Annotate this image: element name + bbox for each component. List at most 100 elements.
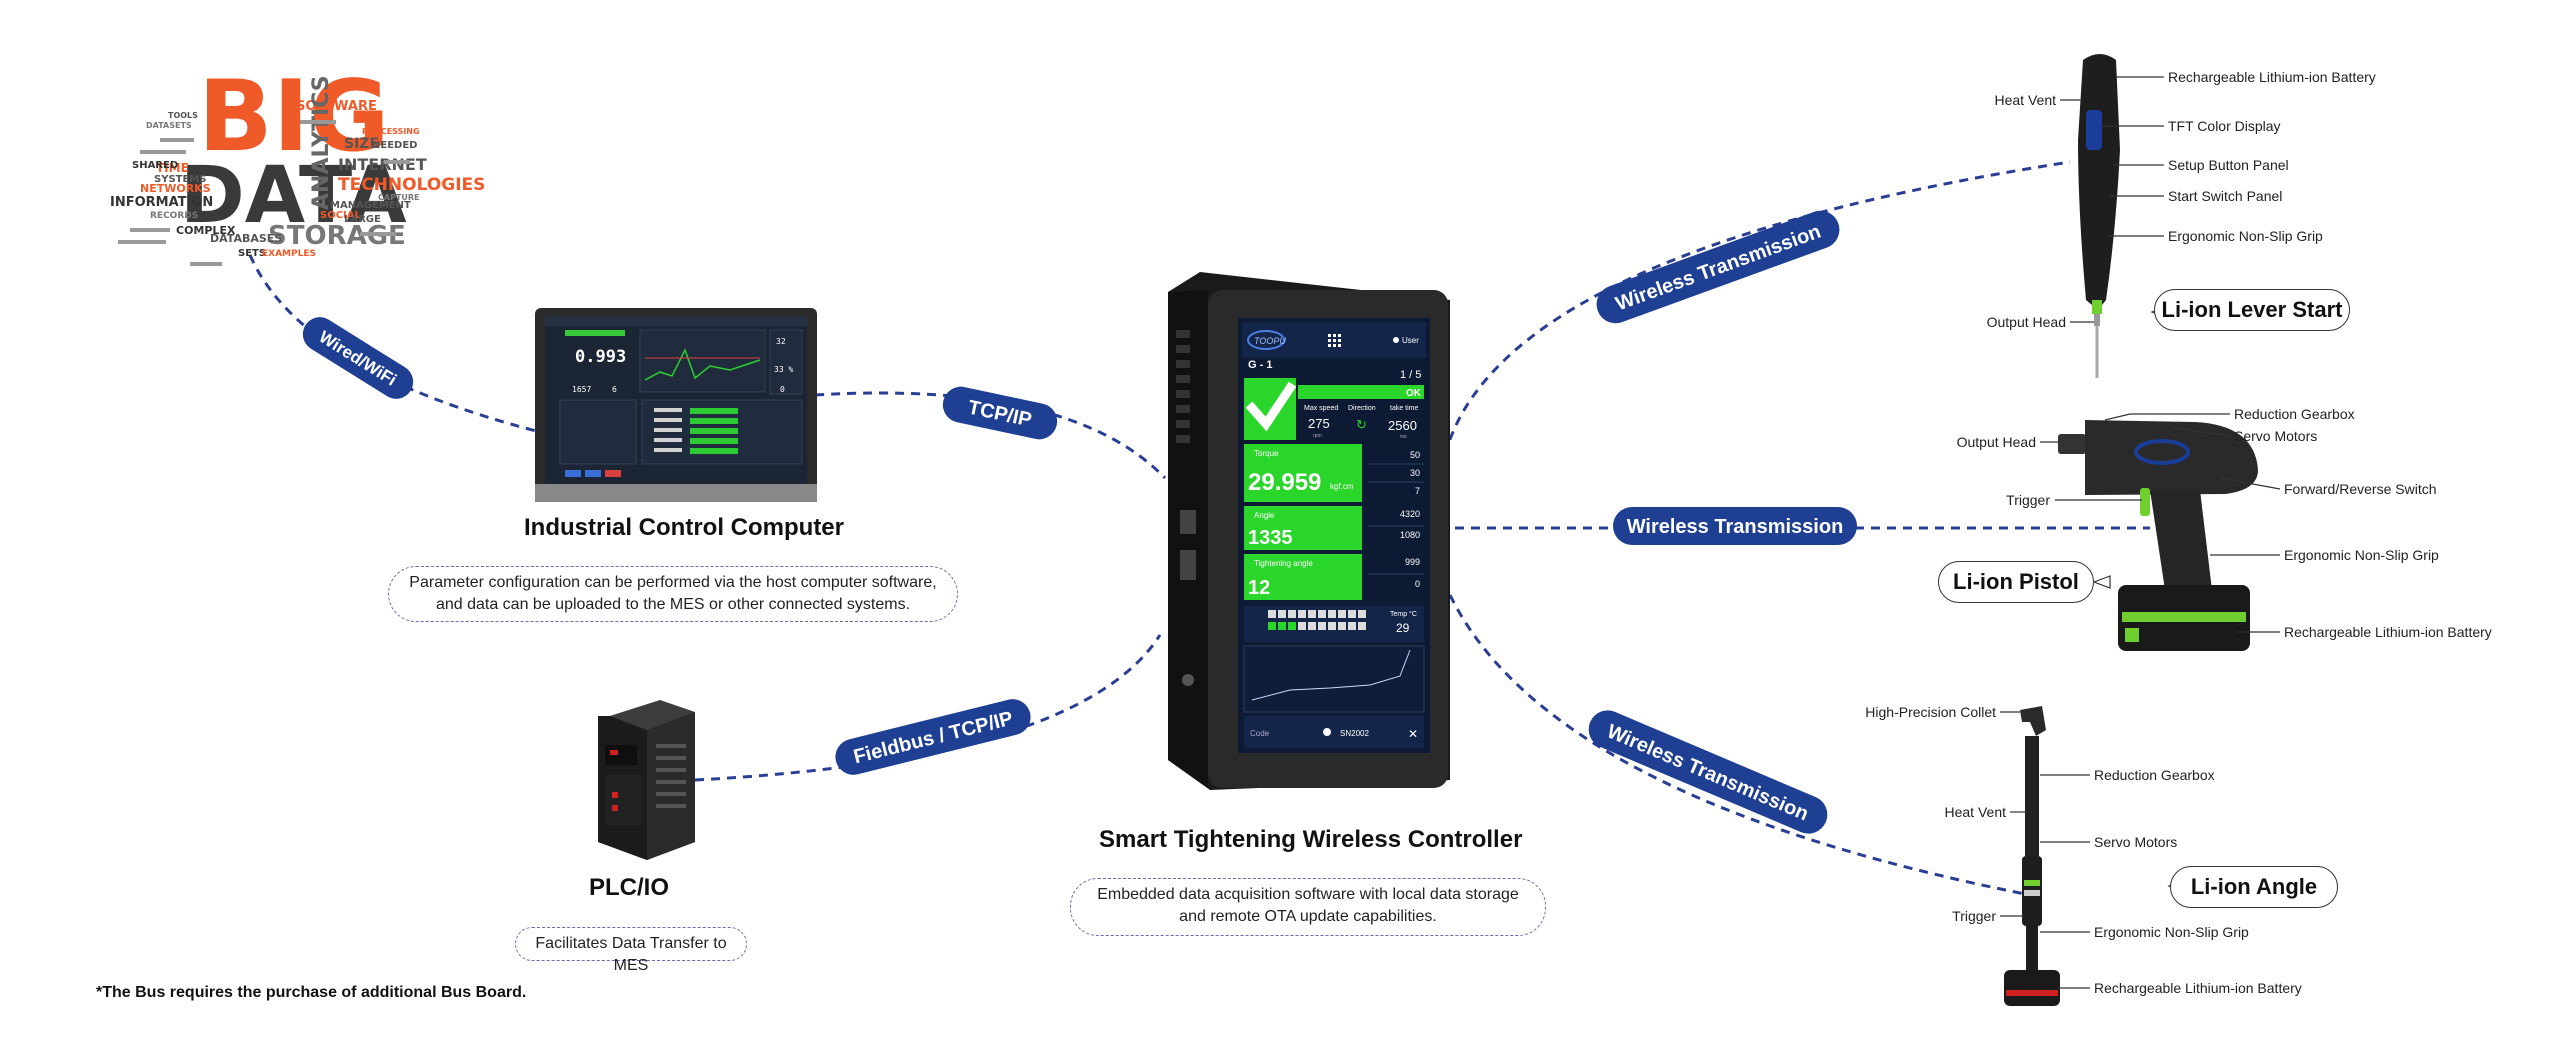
controller-desc-line1: Embedded data acquisition software with … (1097, 886, 1519, 903)
settings-icon (1323, 728, 1331, 736)
screen-max-speed-unit: rpm (1313, 433, 1322, 439)
cloud-word-21: PROCESSING (362, 127, 420, 136)
cloud-word-3: TECHNOLOGIES (338, 175, 485, 195)
pc-screen-sub1: 1657 (572, 385, 591, 394)
pistol-callout-servo: Servo Motors (2234, 428, 2317, 444)
screen-tight-value: 12 (1248, 577, 1270, 599)
screen-angle-label: Angle (1254, 511, 1275, 520)
pill-wireless-bottom: Wireless Transmission (1588, 710, 1828, 834)
screen-direction-label: Direction (1348, 405, 1376, 412)
cloud-word-17: EXAMPLES (262, 249, 316, 259)
big-word: BIG (198, 60, 390, 174)
screen-user: User (1402, 336, 1419, 345)
angle-callout-heat-vent: Heat Vent (1945, 804, 2007, 820)
line-plc-controller (694, 634, 1162, 782)
screen-temp-label: Temp °C (1390, 610, 1417, 618)
cloud-word-13: SHARED (132, 160, 178, 171)
screen-side-value: 7 (1415, 486, 1420, 496)
pc-screen-sub2: 6 (612, 385, 617, 394)
screen-brand: TOOPU (1254, 336, 1286, 346)
line-controller-lever (1443, 160, 2071, 456)
plc-title: PLC/IO (589, 874, 670, 901)
screen-take-time-label: take time (1390, 405, 1419, 412)
direction-icon: ↻ (1356, 417, 1367, 432)
controller-title: Smart Tightening Wireless Controller (1099, 826, 1523, 853)
cloud-word-15: RECORDS (150, 211, 198, 221)
pistol-callout-gearbox: Reduction Gearbox (2234, 406, 2355, 422)
screen-side-value: 50 (1410, 450, 1420, 460)
cloud-word-20: CAPTURE (378, 193, 420, 202)
pistol-callout-grip: Ergonomic Non-Slip Grip (2284, 547, 2439, 563)
cloud-word-14: SYSTEMS (154, 174, 206, 185)
controller-device: TOOPU User G - 1 1 / 5 OK Max speed 275 … (1168, 272, 1450, 790)
pill-tcp-ip: TCP/IP (942, 386, 1058, 440)
lever-callout-output: Output Head (1987, 314, 2066, 330)
pistol-tool (2058, 420, 2258, 651)
screen-side-value: 30 (1410, 468, 1420, 478)
cloud-word-10: DATABASES (210, 232, 282, 245)
cloud-word-22: TOOLS (168, 111, 198, 120)
angle-label: Li-ion Angle (2170, 866, 2338, 908)
lever-callout-start: Start Switch Panel (2168, 188, 2282, 204)
footnote: *The Bus requires the purchase of additi… (96, 984, 527, 1001)
screen-group: G - 1 (1248, 359, 1272, 371)
angle-tool (2004, 706, 2060, 1006)
screen-max-speed-label: Max speed (1304, 405, 1338, 412)
angle-callout-gearbox: Reduction Gearbox (2094, 767, 2215, 783)
pill-wired-wifi: Wired/WiFi (302, 317, 414, 399)
plc-desc: Facilitates Data Transfer to MES (515, 927, 747, 974)
pc-screen-right2: 33 % (774, 365, 793, 374)
lever-callout-setup: Setup Button Panel (2168, 157, 2289, 173)
pc-screen-right3: 0 (780, 385, 785, 394)
angle-callout-grip: Ergonomic Non-Slip Grip (2094, 924, 2249, 940)
controller-desc-line2: and remote OTA update capabilities. (1179, 908, 1437, 925)
cloud-word-16: MANAGEMENT (330, 200, 411, 211)
checkmark-icon (1245, 381, 1297, 432)
angle-callout-trigger: Trigger (1952, 908, 1996, 924)
pistol-callout-output: Output Head (1957, 434, 2036, 450)
lever-callout-battery: Rechargeable Lithium-ion Battery (2168, 69, 2376, 85)
big-data-cloud: BIG DATA SOFTWARE ANALYTICS INTERNET TEC… (110, 60, 485, 266)
pc-screen-right1: 32 (776, 337, 786, 346)
screen-counter: 1 / 5 (1400, 369, 1421, 381)
controller-desc: Embedded data acquisition software with … (1070, 878, 1546, 936)
cloud-word-2: INTERNET (338, 155, 427, 174)
screen-status-ok: OK (1406, 388, 1422, 399)
cloud-word-1: ANALYTICS (309, 75, 334, 210)
svg-text:Wireless Transmission: Wireless Transmission (1613, 221, 1824, 316)
cloud-word-18: SOCIAL (320, 210, 362, 221)
screen-tight-label: Tightening angle (1254, 559, 1313, 568)
cloud-word-7: TIME (156, 161, 189, 175)
lever-callout-heat-vent: Heat Vent (1995, 92, 2057, 108)
screen-torque-label: Torque (1254, 449, 1279, 458)
screen-take-time: 2560 (1388, 418, 1417, 433)
screen-torque-unit: kgf.cm (1330, 482, 1354, 491)
screen-take-time-unit: ms (1400, 434, 1407, 440)
cloud-word-5: INFORMATION (110, 195, 213, 210)
pistol-callout-battery: Rechargeable Lithium-ion Battery (2284, 624, 2492, 640)
screen-side-value: 999 (1405, 557, 1420, 567)
grid-icon (1328, 334, 1341, 347)
industrial-pc-desc: Parameter configuration can be performed… (388, 566, 958, 622)
svg-text:Wireless Transmission: Wireless Transmission (1627, 516, 1844, 538)
industrial-pc-title: Industrial Control Computer (524, 514, 844, 541)
lever-start-label: Li-ion Lever Start (2154, 289, 2350, 331)
cloud-word-0: SOFTWARE (296, 99, 377, 114)
cloud-word-8: SIZE (344, 136, 379, 152)
screen-side-value: 4320 (1400, 509, 1420, 519)
industrial-pc-desc-line1: Parameter configuration can be performed… (409, 574, 937, 591)
screen-footer-mid: SN2002 (1340, 729, 1369, 738)
pill-wireless-mid: Wireless Transmission (1613, 507, 1857, 545)
close-icon: ✕ (1408, 727, 1418, 741)
screen-angle-value: 1335 (1248, 527, 1293, 549)
screen-side-value: 0 (1415, 579, 1420, 589)
lever-callout-grip: Ergonomic Non-Slip Grip (2168, 228, 2323, 244)
cloud-word-11: COMPLEX (176, 224, 236, 237)
industrial-pc-desc-line2: and data can be uploaded to the MES or o… (435, 596, 911, 613)
plc-unit (598, 700, 695, 860)
svg-text:Wireless Transmission: Wireless Transmission (1604, 720, 1812, 825)
screen-torque-value: 29.959 (1248, 469, 1321, 496)
pill-wireless-top: Wireless Transmission (1596, 210, 1840, 324)
screen-side-value: 1080 (1400, 530, 1420, 540)
lever-callout-display: TFT Color Display (2168, 118, 2281, 134)
